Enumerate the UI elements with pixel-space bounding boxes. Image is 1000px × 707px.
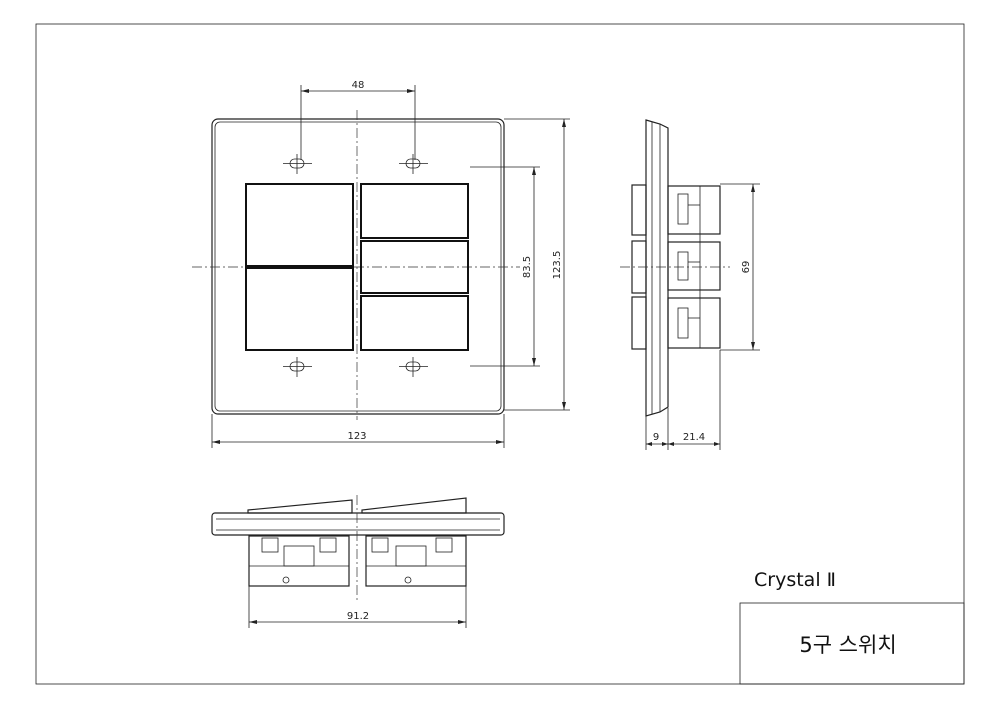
switch-button-right-2	[360, 240, 469, 294]
dimension-switch-height: 83.5	[470, 166, 540, 367]
side-plate-profile	[645, 119, 669, 417]
side-module-body	[667, 185, 721, 349]
side-plate-thickness-label: 9	[653, 432, 659, 443]
switch-button-right-1	[360, 183, 469, 239]
bottom-rocker-left	[247, 499, 353, 514]
brand-title: Crystal Ⅱ	[754, 569, 836, 591]
switch-height-label: 83.5	[522, 256, 533, 278]
mount-slot-top-left	[283, 154, 312, 174]
bottom-body-right	[365, 535, 467, 587]
mount-slot-bottom-right	[399, 357, 428, 377]
bottom-view: 91.2	[211, 495, 505, 628]
side-button-3	[631, 296, 647, 350]
mount-pitch-label: 48	[352, 80, 365, 91]
dimension-side-depth: 9 21.4	[645, 350, 721, 450]
plate-width-label: 123	[347, 431, 366, 442]
front-plate-inner	[214, 121, 502, 412]
switch-button-left-top	[245, 183, 354, 267]
bottom-rocker-right	[361, 497, 467, 514]
dimension-bottom-body-width: 91.2	[248, 586, 467, 628]
dimension-side-module-height: 69	[720, 183, 760, 351]
side-view: 69 9 21.4	[620, 119, 760, 450]
drawing-border	[35, 23, 965, 685]
dimension-mount-pitch: 48	[300, 80, 416, 160]
mount-slot-bottom-left	[283, 357, 312, 377]
mount-slot-top-right	[399, 154, 428, 174]
title-block-box	[739, 602, 965, 685]
side-button-1	[631, 184, 647, 236]
switch-button-right-3	[360, 295, 469, 351]
title-block: Crystal Ⅱ 5구 스위치	[739, 569, 965, 685]
plate-height-label: 123.5	[552, 251, 563, 280]
front-view: 48 83.5 123.5 123	[192, 80, 570, 448]
bottom-plate	[211, 512, 505, 536]
side-module-height-label: 69	[741, 261, 752, 274]
bottom-body-width-label: 91.2	[347, 611, 369, 622]
dimension-plate-width: 123	[211, 414, 505, 448]
bottom-body-left	[248, 535, 350, 587]
product-title: 5구 스위치	[799, 633, 896, 657]
dimension-plate-height: 123.5	[504, 118, 570, 411]
side-depth-label: 21.4	[683, 432, 705, 443]
front-plate-outer	[211, 118, 505, 415]
switch-button-left-bottom	[245, 267, 354, 351]
